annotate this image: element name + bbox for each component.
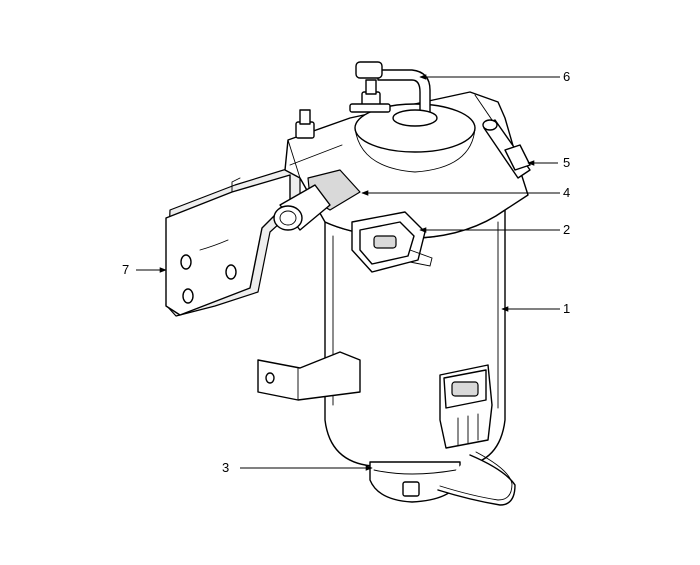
wire-loop <box>437 454 516 506</box>
callout-2: 2 <box>563 222 570 237</box>
mounting-bracket <box>165 167 301 317</box>
drain-bowl <box>369 461 461 503</box>
callout-1: 1 <box>563 301 570 316</box>
callout-7: 7 <box>122 262 129 277</box>
callout-labels: 1 2 3 4 5 6 7 <box>122 69 570 475</box>
head-bolts <box>295 79 391 139</box>
callout-3: 3 <box>222 460 229 475</box>
top-outlet-pipe <box>355 61 438 127</box>
side-inlet-nipple <box>482 119 531 179</box>
callout-leaders <box>136 74 560 471</box>
lower-plate <box>257 351 361 401</box>
filter-head <box>284 91 529 239</box>
callout-5: 5 <box>563 155 570 170</box>
head-connector <box>351 211 433 273</box>
sensor-connector <box>439 364 493 449</box>
hose-fitting <box>273 169 361 231</box>
callout-4: 4 <box>563 185 570 200</box>
callout-6: 6 <box>563 69 570 84</box>
